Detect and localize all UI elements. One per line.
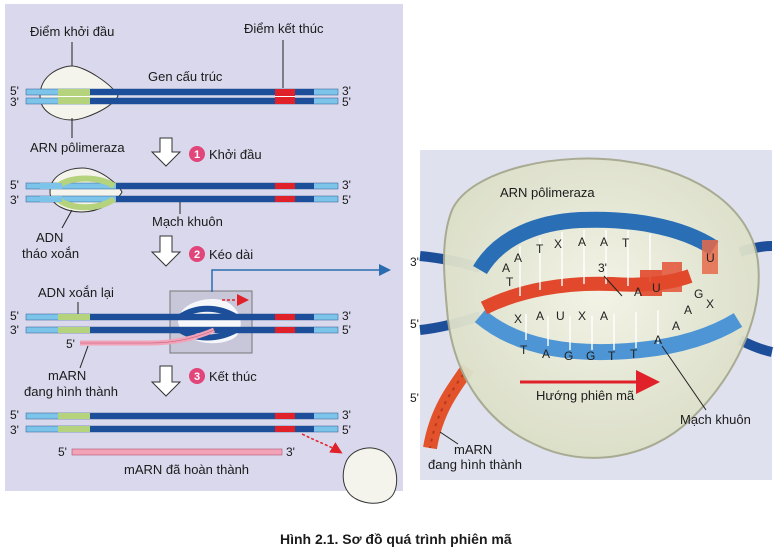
base-letter: A bbox=[600, 235, 608, 249]
stage-initiation: 5' 3' 3' 5' Mạch khuôn ADN tháo xoắn bbox=[10, 167, 351, 261]
end-label: 5' bbox=[10, 178, 19, 192]
base-letter: A bbox=[542, 347, 550, 361]
bottom-bases: T A G G T T A bbox=[520, 333, 662, 363]
base-letter: A bbox=[684, 303, 692, 317]
step-badge bbox=[189, 146, 205, 162]
figure-caption: Hình 2.1. Sơ đồ quá trình phiên mã bbox=[280, 531, 512, 547]
base-letter: T bbox=[630, 347, 638, 361]
base-letter: G bbox=[586, 349, 595, 363]
step-label: Khởi đầu bbox=[209, 147, 262, 162]
base-letter: A bbox=[514, 251, 522, 265]
base-letter: A bbox=[672, 319, 680, 333]
end-label: 5' bbox=[342, 193, 351, 207]
end-label: 5' bbox=[342, 423, 351, 437]
step-number: 1 bbox=[194, 149, 200, 161]
released-polymerase bbox=[342, 447, 398, 504]
label-forming-mrna-zoom: mARN bbox=[454, 442, 492, 457]
label-end-point: Điểm kết thúc bbox=[244, 21, 324, 36]
label-finished-mrna: mARN đã hoàn thành bbox=[124, 462, 249, 477]
label-rewound-dna: ADN xoắn lại bbox=[38, 285, 114, 300]
base-letter: A bbox=[654, 333, 662, 347]
right-bases: G X A A bbox=[672, 287, 714, 333]
stage-termination: 5' 3' 3' 5' 5' 3' mARN đã hoàn thành bbox=[10, 408, 351, 477]
end-label: 3' bbox=[410, 255, 419, 269]
label-forming-mrna: mARN bbox=[48, 368, 86, 383]
label-polymerase-zoom: ARN pôlimeraza bbox=[500, 185, 595, 200]
end-label: 5' bbox=[342, 323, 351, 337]
base-letter: X bbox=[578, 309, 586, 323]
step-1: 1 Khởi đầu bbox=[150, 137, 262, 167]
end-label: 3' bbox=[10, 193, 19, 207]
end-label: 3' bbox=[286, 445, 295, 459]
middle-bases: X A U X A bbox=[514, 309, 608, 326]
end-label: 3' bbox=[10, 95, 19, 109]
label-direction: Hướng phiên mã bbox=[536, 388, 635, 403]
label-unwound-dna: tháo xoắn bbox=[22, 246, 79, 261]
red-bases: A U U bbox=[634, 251, 715, 299]
label-start-point: Điểm khởi đầu bbox=[30, 24, 114, 39]
base-letter: T bbox=[536, 242, 544, 256]
label-forming-mrna-zoom: đang hình thành bbox=[428, 457, 522, 472]
end-label: 3' bbox=[342, 408, 351, 422]
base-letter: X bbox=[514, 312, 522, 326]
base-letter: A bbox=[536, 309, 544, 323]
end-label: 5' bbox=[342, 95, 351, 109]
label-polymerase: ARN pôlimeraza bbox=[30, 140, 125, 155]
base-letter: U bbox=[556, 309, 565, 323]
base-letter: A bbox=[578, 235, 586, 249]
base-letter: G bbox=[564, 349, 573, 363]
end-label: 5' bbox=[410, 317, 419, 331]
end-label: 3' bbox=[342, 178, 351, 192]
step-label: Kéo dài bbox=[209, 247, 253, 262]
base-letter: X bbox=[554, 237, 562, 251]
base-letter: T bbox=[608, 349, 616, 363]
top-bases: A T X A A T bbox=[514, 235, 630, 265]
stage-initial: Điểm khởi đầu Điểm kết thúc Gen cấu trúc… bbox=[10, 21, 351, 155]
base-letter: A bbox=[502, 261, 510, 275]
base-letter: U bbox=[706, 251, 715, 265]
step-3: 3 Kết thúc bbox=[150, 365, 257, 397]
step-number: 3 bbox=[194, 371, 200, 383]
label-forming-mrna: đang hình thành bbox=[24, 384, 118, 399]
step-2: 2 Kéo dài bbox=[150, 235, 253, 267]
end-label: 3' bbox=[10, 323, 19, 337]
base-letter: A bbox=[634, 285, 642, 299]
label-gene: Gen cấu trúc bbox=[148, 69, 223, 84]
left-bases: A T bbox=[502, 261, 514, 289]
down-arrow bbox=[150, 137, 182, 167]
mrna-finished bbox=[71, 448, 283, 456]
end-label: 3' bbox=[342, 309, 351, 323]
end-label: 5' bbox=[66, 337, 75, 351]
end-label: 3' bbox=[10, 423, 19, 437]
base-letter: A bbox=[600, 309, 608, 323]
base-letter: X bbox=[706, 297, 714, 311]
base-letter: T bbox=[506, 275, 514, 289]
end-label: 5' bbox=[10, 84, 19, 98]
end-label: 3' bbox=[342, 84, 351, 98]
base-letter: G bbox=[694, 287, 703, 301]
label-template-strand-zoom: Mạch khuôn bbox=[680, 412, 751, 427]
stage-elongation: ADN xoắn lại 5' 5' 3' 3' 5' mARN đang hì… bbox=[10, 285, 351, 399]
end-label: 5' bbox=[10, 408, 19, 422]
end-label: 5' bbox=[10, 309, 19, 323]
base-letter: T bbox=[622, 236, 630, 250]
end-label: 3' bbox=[598, 261, 607, 275]
step-label: Kết thúc bbox=[209, 369, 257, 384]
step-number: 2 bbox=[194, 249, 200, 261]
label-unwound-dna: ADN bbox=[36, 230, 63, 245]
end-label: 5' bbox=[58, 445, 67, 459]
base-letter: U bbox=[652, 281, 661, 295]
zoom-connector-arrow bbox=[211, 264, 391, 292]
end-label: 5' bbox=[410, 391, 419, 405]
label-template-strand: Mạch khuôn bbox=[152, 214, 223, 229]
base-letter: T bbox=[520, 343, 528, 357]
